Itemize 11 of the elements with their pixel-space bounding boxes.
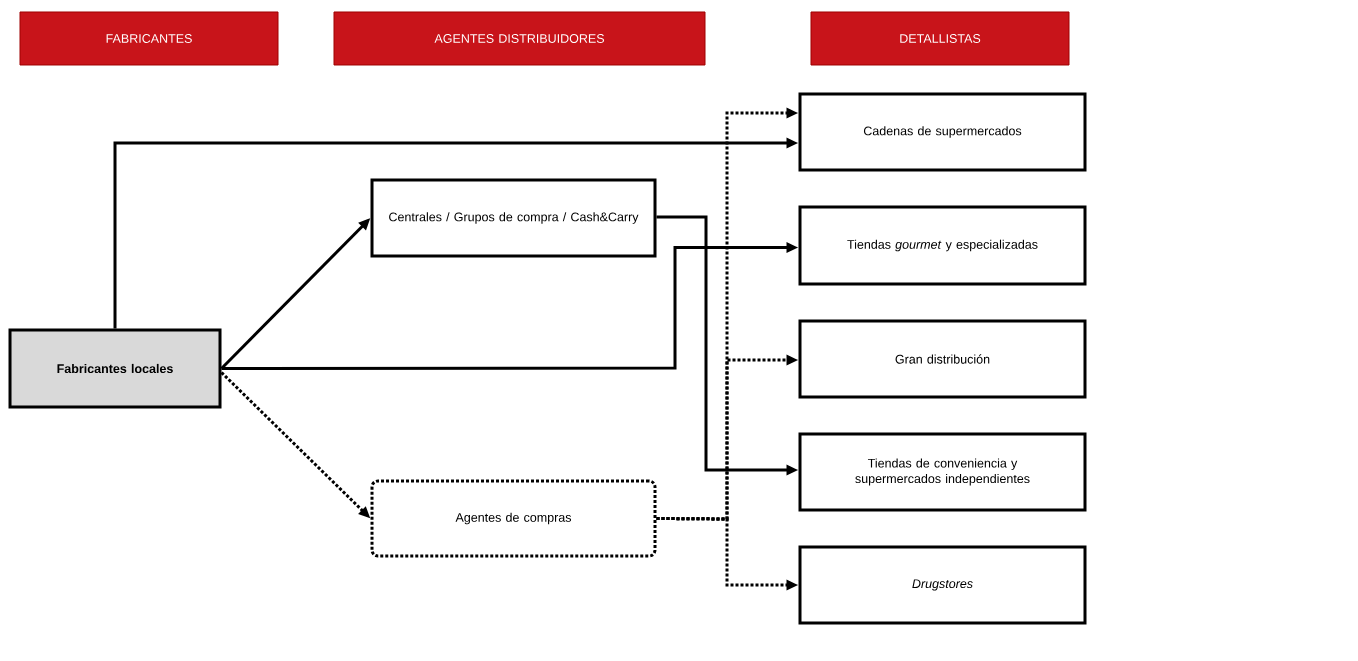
column-header: FABRICANTES xyxy=(19,11,279,66)
column-header: DETALLISTAS xyxy=(810,11,1070,66)
process-box: Centrales / Grupos de compra / Cash&Carry xyxy=(370,178,657,258)
process-box: Fabricantes locales xyxy=(8,328,222,409)
process-box: Drugstores xyxy=(798,545,1087,625)
dotted-box: Agentes de compras xyxy=(370,479,657,558)
process-box: Tiendas gourmet y especializadas xyxy=(798,205,1087,286)
process-box: Gran distribución xyxy=(798,319,1087,399)
process-box: Tiendas de conveniencia y supermercados independientes xyxy=(798,432,1087,512)
process-box: Cadenas de supermercados xyxy=(798,92,1087,172)
column-header: AGENTES DISTRIBUIDORES xyxy=(333,11,706,66)
